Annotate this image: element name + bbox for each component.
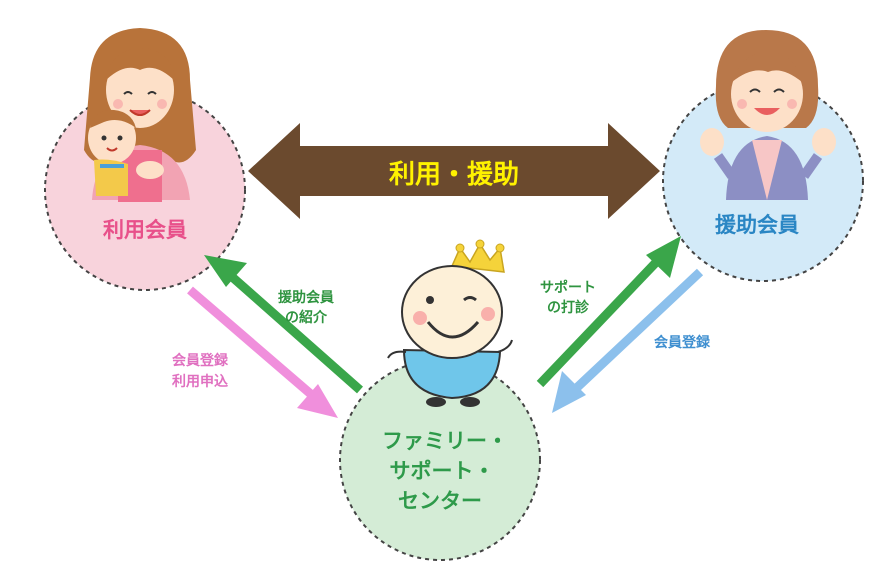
- svg-text:の打診: の打診: [547, 299, 590, 316]
- svg-text:ファミリー・: ファミリー・: [382, 429, 508, 453]
- register-apply-label: 会員登録 利用申込: [172, 352, 229, 390]
- svg-text:援助会員: 援助会員: [278, 289, 334, 306]
- introduce-helper-arrow: [204, 255, 363, 394]
- introduce-helper-label: 援助会員 の紹介: [278, 289, 334, 326]
- support-request-label: サポート の打診: [540, 279, 596, 316]
- support-request-arrow: [536, 236, 681, 388]
- center-label: ファミリー・ サポート・ センター: [382, 429, 508, 513]
- register-apply-arrow: [187, 286, 338, 418]
- support-member-label: 援助会員: [715, 213, 799, 237]
- user-member-label: 利用会員: [103, 218, 187, 242]
- crowned-smiley-mascot-icon: [387, 239, 513, 407]
- svg-text:会員登録: 会員登録: [172, 352, 229, 369]
- svg-text:会員登録: 会員登録: [654, 334, 711, 351]
- usage-support-double-arrow: 利用・援助: [248, 123, 660, 219]
- svg-text:サポート: サポート: [540, 279, 596, 296]
- svg-text:の紹介: の紹介: [285, 309, 328, 326]
- smiling-grandmother-icon: 援助会員: [700, 30, 836, 237]
- svg-text:サポート・: サポート・: [390, 459, 495, 483]
- register-arrow: [552, 268, 704, 413]
- svg-text:センター: センター: [398, 489, 482, 513]
- register-label: 会員登録: [654, 334, 711, 351]
- svg-text:利用申込: 利用申込: [172, 373, 228, 390]
- mother-with-baby-icon: 利用会員: [84, 28, 196, 242]
- center-node: [339, 359, 541, 561]
- usage-support-label: 利用・援助: [389, 160, 519, 190]
